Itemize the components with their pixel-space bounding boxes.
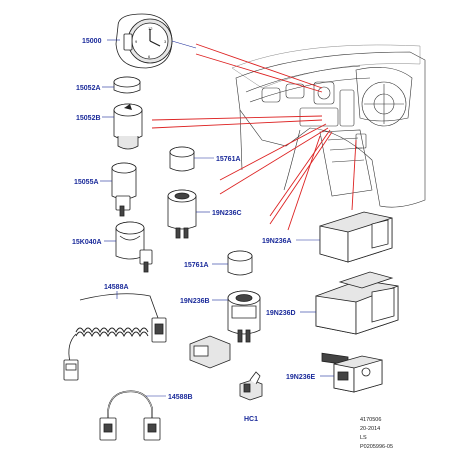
label-19n236a: 19N236A <box>262 238 292 245</box>
reference-line-1: 4170506 <box>360 417 381 423</box>
lighter-15052b <box>113 103 143 150</box>
reference-line-4: P0205996-05 <box>360 444 393 450</box>
socket-harness-15k040a <box>115 221 153 273</box>
label-19n236b: 19N236B <box>180 298 210 305</box>
cap-15052a <box>113 76 141 94</box>
svg-text:6: 6 <box>148 54 151 59</box>
svg-text:12: 12 <box>148 26 153 31</box>
label-15761a-mid: 15761A <box>184 262 209 269</box>
label-15000: 15000 <box>82 38 102 45</box>
dashboard-illustration <box>231 44 426 208</box>
svg-text:9: 9 <box>135 39 138 44</box>
svg-text:3: 3 <box>164 39 167 44</box>
reference-block: 4170506 20-2014 LS P0205996-05 <box>360 417 393 450</box>
label-15052a: 15052A <box>76 85 101 92</box>
clock-15000: 12 3 6 9 <box>115 13 197 69</box>
socket-body-15055a <box>111 162 137 217</box>
dual-usb-socket-19n236d <box>315 271 399 366</box>
reference-line-3: LS <box>360 435 367 441</box>
label-15055a: 15055A <box>74 179 99 186</box>
label-14588b: 14588B <box>168 394 193 401</box>
socket-bracket-19n236b <box>189 290 261 369</box>
coiled-harness-14588a <box>63 293 167 381</box>
usb-socket-19n236a <box>319 211 393 307</box>
label-15761a-top: 15761A <box>216 156 241 163</box>
label-19n236d: 19N236D <box>266 310 296 317</box>
harness-14588b <box>99 390 161 441</box>
reference-line-2: 20-2014 <box>360 426 380 432</box>
socket-cap-15761a-top <box>169 146 195 172</box>
label-15052b: 15052B <box>76 115 101 122</box>
label-19n236e: 19N236E <box>286 374 316 381</box>
clip-hc1 <box>239 371 263 401</box>
label-19n236c: 19N236C <box>212 210 242 217</box>
label-hc1: HC1 <box>244 416 258 423</box>
socket-cap-15761a-mid <box>227 250 253 276</box>
label-14588a: 14588A <box>104 284 129 291</box>
socket-19n236c <box>167 189 197 239</box>
small-socket-19n236e <box>333 355 383 393</box>
red-leader-lines <box>151 43 357 231</box>
label-15k040a: 15K040A <box>72 239 102 246</box>
